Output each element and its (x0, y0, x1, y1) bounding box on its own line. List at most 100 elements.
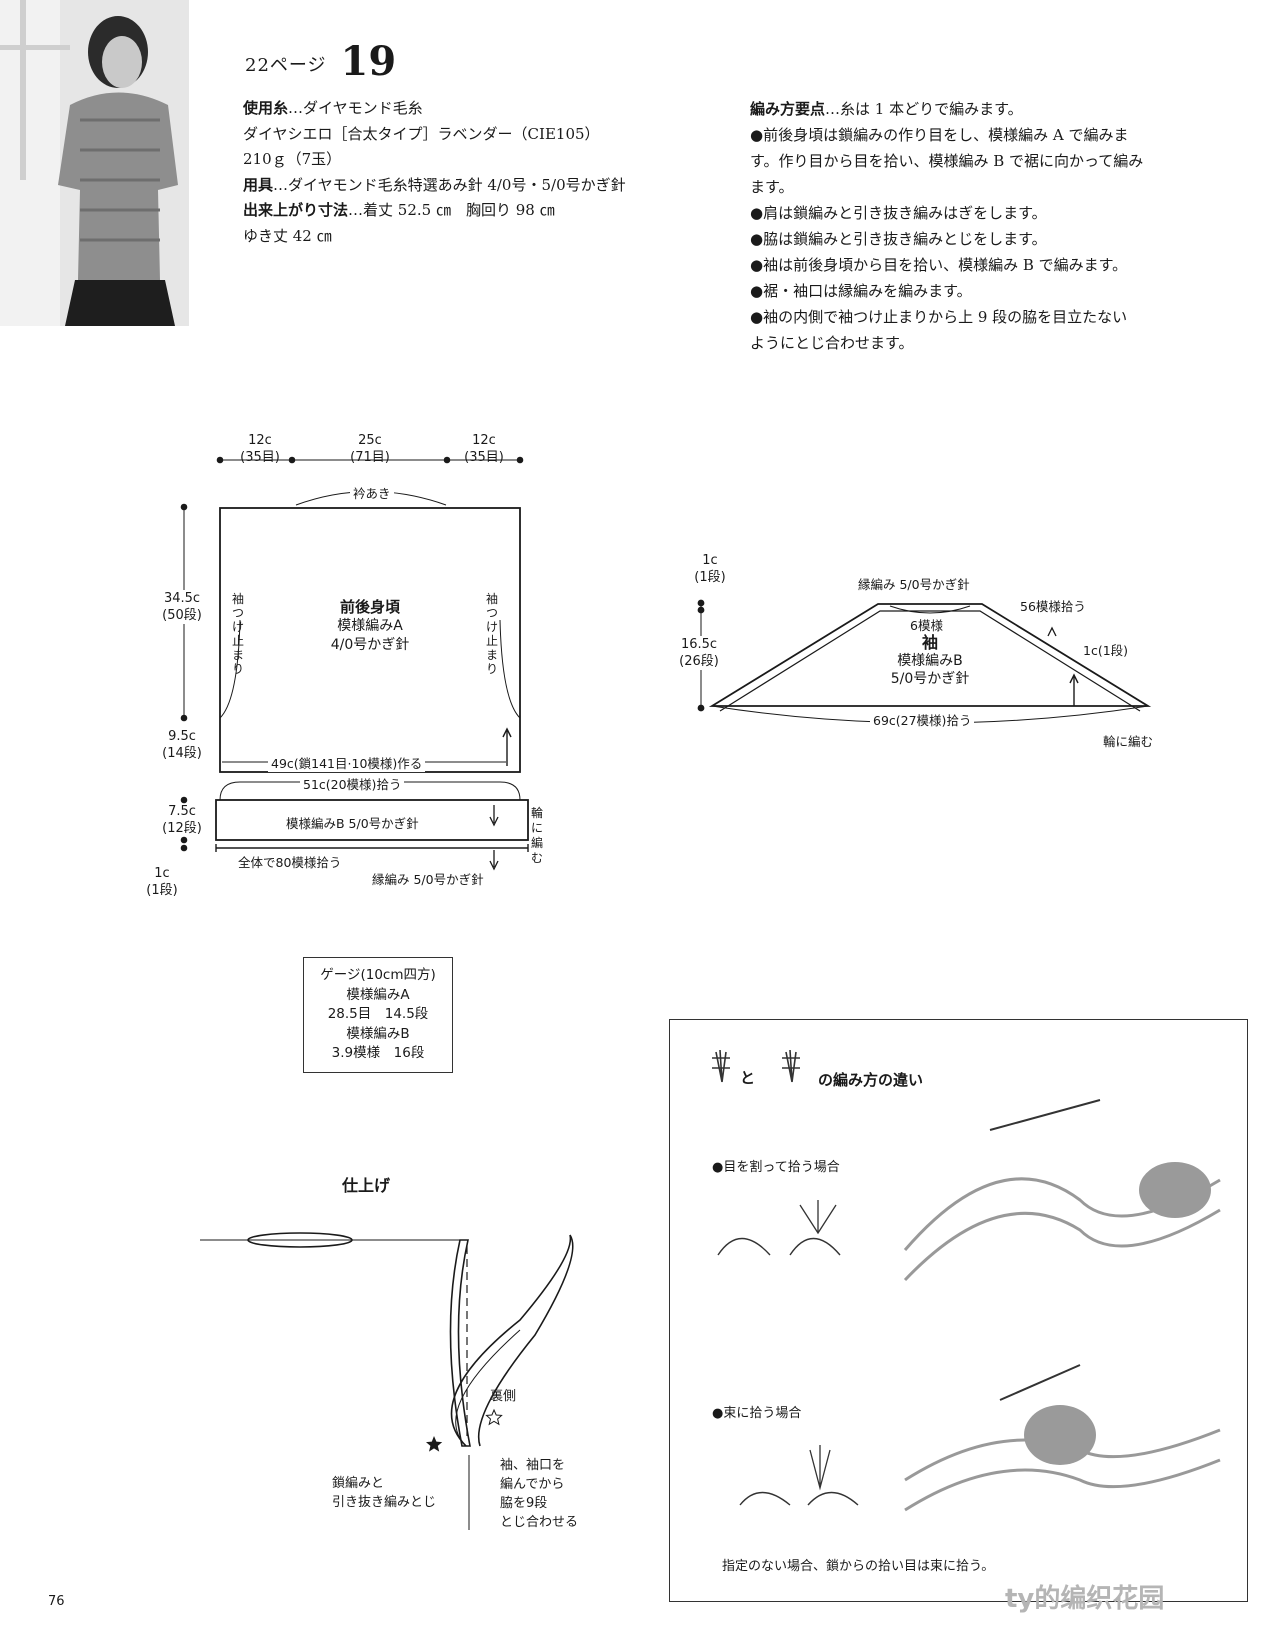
vertical-char: つ (231, 606, 244, 620)
dim-top-center: 25c (71目) (348, 432, 392, 466)
band-pattern-label: 模様編みB 5/0号かぎ針 (286, 816, 419, 831)
yarn-label: 使用糸 (243, 99, 289, 117)
sleeve-bottom-label: 69c(27模様)拾う (870, 710, 975, 729)
dim-st: (35目) (464, 450, 504, 465)
seam-right-label: 袖、袖口を 編んでから 脇を9段 とじ合わせる (500, 1456, 578, 1532)
sleeve-panel-label: 袖 模様編みB 5/0号かぎ針 (880, 634, 980, 688)
finishing-diagram (200, 1232, 574, 1530)
sleeve-edging-label: 縁編み 5/0号かぎ針 (858, 577, 970, 592)
vertical-char: り (485, 662, 498, 676)
gauge-box: ゲージ(10cm四方) 模様編みA 28.5目 14.5段 模様編みB 3.9模… (303, 957, 453, 1073)
dim-st: (12段) (162, 821, 202, 836)
size-extra: ゆき丈 42 ㎝ (243, 226, 332, 245)
dim-st: (26段) (679, 654, 719, 669)
technique-note: 指定のない場合、鎖からの拾い目は束に拾う。 (722, 1559, 995, 1574)
pickup-label: 51c(20模様)拾う (300, 774, 405, 793)
dim-cm: 25c (358, 433, 382, 448)
vertical-char: ま (231, 648, 244, 662)
technique-diagrams (712, 1049, 1221, 1512)
sleeve-pickup-right: 56模様拾う (1020, 599, 1086, 614)
yarn-value: …ダイヤモンド毛糸 (288, 99, 423, 117)
gauge-title: ゲージ(10cm四方) (320, 967, 436, 983)
gauge-a-value: 28.5目 14.5段 (327, 1006, 429, 1022)
page-number: 76 (48, 1594, 65, 1609)
vertical-char: 編 (530, 836, 543, 850)
instruction-line: ます。 (750, 178, 794, 196)
seam-right-line: 袖、袖口を (500, 1458, 566, 1473)
body-panel-hook: 4/0号かぎ針 (330, 637, 410, 653)
vertical-char: け (485, 620, 498, 634)
dim-st: (1段) (146, 883, 178, 898)
foundation-label: 49c(鎖141目·10模様)作る (268, 753, 426, 772)
vertical-char: 止 (231, 634, 244, 648)
round-label: 輪 に 編 む (530, 806, 544, 866)
gauge-b-label: 模様編みB (346, 1025, 410, 1042)
vertical-char: ま (485, 648, 498, 662)
technique-box (669, 1019, 1248, 1602)
body-panel-pattern: 模様編みA (337, 618, 403, 634)
body-panel-label: 前後身頃 模様編みA 4/0号かぎ針 (320, 598, 420, 655)
total-pickup-label: 全体で80模様拾う (238, 855, 342, 870)
watermark: ty的编织花园 (1005, 1584, 1165, 1614)
body-diagram (180, 456, 529, 871)
edging-label: 縁編み 5/0号かぎ針 (372, 872, 484, 887)
vertical-char: 袖 (231, 592, 244, 606)
sleeve-pattern: 模様編みB (897, 653, 963, 669)
sleeve-dim-side: 16.5c (26段) (670, 636, 728, 670)
neck-label: 衿あき (350, 483, 394, 502)
vertical-char: 輪 (530, 806, 543, 820)
sleeve-stop-left: 袖 つ け 止 ま り (230, 592, 246, 676)
sleeve-top-count: 6模様 (910, 618, 943, 633)
vertical-char: け (231, 620, 244, 634)
gauge-a-label: 模様編みA (346, 986, 410, 1003)
pattern-number: 19 (340, 38, 397, 85)
instructions-label: 編み方要点 (750, 100, 826, 118)
materials-block: 使用糸…ダイヤモンド毛糸 ダイヤシエロ［合太タイプ］ラベンダー（CIE105） … (243, 96, 626, 249)
tools-label: 用具 (243, 175, 274, 194)
sleeve-title: 袖 (921, 633, 938, 652)
sleeve-stop-right: 袖 つ け 止 ま り (484, 592, 500, 676)
dim-left-body: 34.5c (50段) (152, 590, 212, 624)
dim-left-edging: 1c (1段) (140, 865, 184, 899)
dim-st: (35目) (240, 450, 280, 465)
treble-cluster-icon (712, 1049, 730, 1083)
dim-cm: 1c (702, 553, 718, 568)
sleeve-row-right: 1c(1段) (1083, 643, 1129, 658)
treble-cluster-split-icon (782, 1049, 800, 1083)
dim-left-armhole: 9.5c (14段) (152, 728, 212, 762)
vertical-char: む (530, 851, 543, 865)
dim-st: (50段) (162, 608, 202, 623)
technique-title-end: の編み方の違い (818, 1071, 924, 1089)
dim-cm: 7.5c (168, 804, 196, 819)
instruction-line: ●前後身頃は鎖編みの作り目をし、模様編み A で編みま (750, 126, 1129, 144)
size-label: 出来上がり寸法 (243, 201, 349, 219)
dim-cm: 12c (472, 433, 496, 448)
finishing-title: 仕上げ (342, 1176, 391, 1195)
dim-st: (1段) (694, 570, 726, 585)
vertical-char: に (530, 821, 543, 835)
instruction-line: ●袖は前後身頃から目を拾い、模様編み B で編みます。 (750, 256, 1128, 274)
sleeve-hook: 5/0号かぎ針 (890, 671, 970, 687)
technique-title-mid: と (740, 1069, 756, 1087)
dim-st: (14段) (162, 746, 202, 761)
dim-cm: 12c (248, 433, 272, 448)
instruction-line: ●脇は鎖編みと引き抜き編みとじをします。 (750, 230, 1047, 248)
hollow-star-icon (485, 1408, 503, 1426)
case1-label: ●目を割って拾う場合 (712, 1160, 840, 1175)
dim-cm: 9.5c (168, 729, 196, 744)
star-icon (425, 1436, 443, 1452)
instructions-block: 編み方要点…糸は 1 本どりで編みます。 ●前後身頃は鎖編みの作り目をし、模様編… (750, 96, 1200, 356)
instructions-intro: …糸は 1 本どりで編みます。 (825, 100, 1023, 118)
vertical-char: 止 (485, 634, 498, 648)
size-value: …着丈 52.5 ㎝ 胸回り 98 ㎝ (348, 201, 555, 219)
seam-left-line: 引き抜き編みとじ (332, 1495, 437, 1510)
seam-right-line: 編んでから (500, 1477, 565, 1492)
seam-left-line: 鎖編みと (332, 1476, 385, 1491)
dim-top-left: 12c (35目) (240, 432, 280, 466)
dim-left-band: 7.5c (12段) (152, 803, 212, 837)
instruction-line: ●袖の内側で袖つけ止まりから上 9 段の脇を目立たない (750, 308, 1128, 326)
instruction-line: す。作り目から目を拾い、模様編み B で裾に向かって編み (750, 152, 1144, 170)
dim-top-right: 12c (35目) (462, 432, 506, 466)
